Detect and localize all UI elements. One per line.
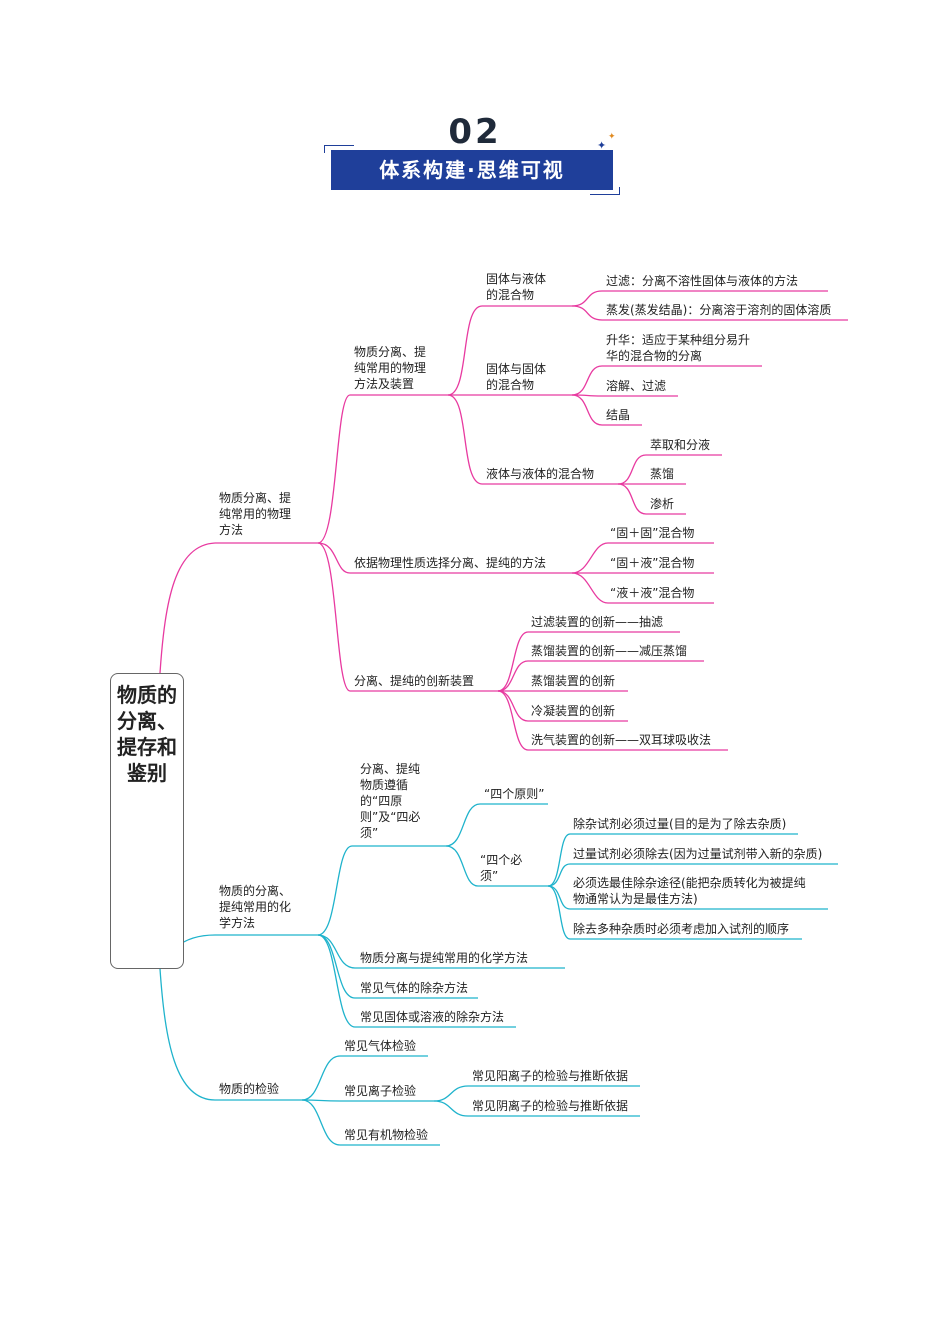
root-label: 物质的分离、提存和鉴别 (117, 683, 177, 785)
sparkle-small-icon: ✦ (608, 132, 616, 142)
node-innovative-devices[interactable]: 分离、提纯的创新装置 (354, 674, 475, 688)
leaf-crystallization[interactable]: 结晶 (606, 408, 631, 422)
node-four-musts[interactable]: “四个必须” (480, 853, 523, 883)
branch-physical-methods[interactable]: 物质分离、提纯常用的物理方法 (219, 491, 292, 537)
leaf-cation-detection[interactable]: 常见阳离子的检验与推断依据 (472, 1069, 629, 1083)
node-gas-detection[interactable]: 常见气体检验 (344, 1039, 417, 1053)
leaf-anion-detection[interactable]: 常见阴离子的检验与推断依据 (472, 1099, 629, 1113)
leaf-distillation[interactable]: 蒸馏 (650, 467, 675, 481)
node-chemical-common-methods[interactable]: 物质分离与提纯常用的化学方法 (360, 951, 529, 965)
leaf-gas-washing-innovation[interactable]: 洗气装置的创新——双耳球吸收法 (531, 733, 712, 747)
root-node[interactable]: 物质的分离、提存和鉴别 (110, 673, 184, 969)
section-number: 02 (448, 112, 502, 152)
node-solid-solid[interactable]: 固体与固体的混合物 (486, 362, 547, 392)
node-organic-detection[interactable]: 常见有机物检验 (344, 1128, 429, 1142)
leaf-liquid-liquid-mix[interactable]: “液＋液”混合物 (610, 586, 695, 600)
node-solid-solution-impurity-removal[interactable]: 常见固体或溶液的除杂方法 (360, 1010, 505, 1024)
leaf-sublimation[interactable]: 升华：适应于某种组分易升华的混合物的分离 (606, 333, 751, 363)
branch-detection[interactable]: 物质的检验 (219, 1082, 280, 1096)
leaf-distillation-innovation[interactable]: 蒸馏装置的创新 (531, 674, 616, 688)
branch-chemical-methods[interactable]: 物质的分离、提纯常用的化学方法 (219, 884, 292, 930)
leaf-must-excess-reagent[interactable]: 除杂试剂必须过量(目的是为了除去杂质) (573, 817, 787, 831)
leaf-dissolve-filter[interactable]: 溶解、过滤 (606, 379, 667, 393)
leaf-solid-solid-mix[interactable]: “固＋固”混合物 (610, 526, 695, 540)
leaf-suction-filtration[interactable]: 过滤装置的创新——抽滤 (531, 615, 664, 629)
leaf-filtration[interactable]: 过滤：分离不溶性固体与液体的方法 (606, 274, 799, 288)
leaf-must-best-route[interactable]: 必须选最佳除杂途径(能把杂质转化为被提纯物通常认为是最佳方法) (573, 876, 806, 906)
leaf-must-remove-excess[interactable]: 过量试剂必须除去(因为过量试剂带入新的杂质) (573, 847, 823, 861)
node-physical-methods-devices[interactable]: 物质分离、提纯常用的物理方法及装置 (354, 345, 427, 391)
leaf-solid-liquid-mix[interactable]: “固＋液”混合物 (610, 556, 695, 570)
leaf-vacuum-distillation[interactable]: 蒸馏装置的创新——减压蒸馏 (531, 644, 688, 658)
section-title-banner: 体系构建·思维可视 (331, 150, 613, 190)
node-solid-liquid[interactable]: 固体与液体的混合物 (486, 272, 547, 302)
node-four-principles-four-musts[interactable]: 分离、提纯物质遵循的“四原则”及“四必须” (360, 762, 421, 840)
node-by-physical-property[interactable]: 依据物理性质选择分离、提纯的方法 (354, 556, 547, 570)
leaf-extraction[interactable]: 萃取和分液 (650, 438, 711, 452)
leaf-condenser-innovation[interactable]: 冷凝装置的创新 (531, 704, 616, 718)
node-ion-detection[interactable]: 常见离子检验 (344, 1084, 417, 1098)
node-liquid-liquid[interactable]: 液体与液体的混合物 (486, 467, 595, 481)
leaf-evaporation[interactable]: 蒸发(蒸发结晶)：分离溶于溶剂的固体溶质 (606, 303, 832, 317)
leaf-dialysis[interactable]: 渗析 (650, 497, 675, 511)
sparkle-icon: ✦ (597, 139, 607, 152)
node-gas-impurity-removal[interactable]: 常见气体的除杂方法 (360, 981, 469, 995)
node-four-principles[interactable]: “四个原则” (484, 787, 545, 801)
leaf-must-reagent-order[interactable]: 除去多种杂质时必须考虑加入试剂的顺序 (573, 922, 790, 936)
